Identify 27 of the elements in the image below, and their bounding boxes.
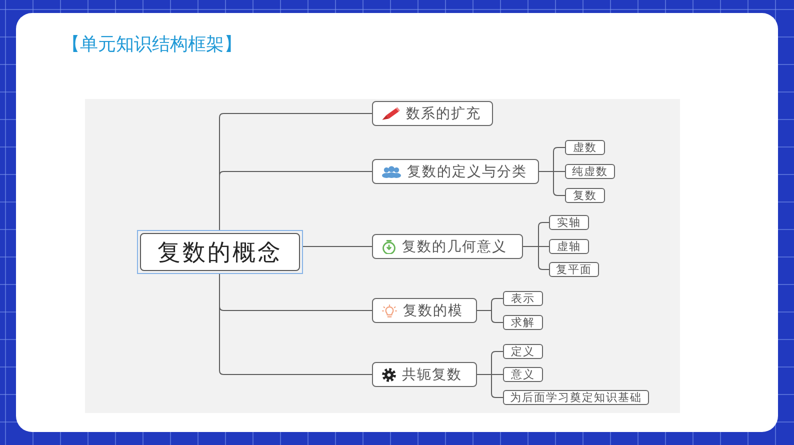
subtopic-box: 实轴 [549,215,589,230]
topic-text: 复数的几何意义 [402,238,507,256]
branch-line [219,113,372,230]
subtopic-box: 纯虚数 [565,164,615,179]
topic-text: 共轭复数 [402,366,462,384]
branch-line [476,298,504,323]
topic-box [372,234,523,259]
topic-box [372,101,493,126]
section-title: 【单元知识结构框架】 [62,34,242,56]
topic-box [372,298,477,323]
subtopic-box: 虚数 [565,140,605,155]
subtopic-box: 意义 [503,367,543,382]
subtopic-box: 定义 [503,344,543,359]
subtopic-box: 为后面学习奠定知识基础 [503,390,649,405]
topic-text: 复数的模 [403,302,463,320]
subtopic-box: 复平面 [549,262,599,277]
central-topic-box: 复数的概念 [140,233,300,271]
subtopic-box: 求解 [503,315,543,330]
subtopic-box: 虚轴 [549,239,589,254]
topic-text: 数系的扩充 [406,104,481,122]
branch-line [302,246,372,247]
topic-box [372,362,477,387]
branch-line [219,274,372,375]
topic-text: 复数的定义与分类 [407,162,527,180]
topic-box [372,159,539,184]
subtopic-box: 复数 [565,188,605,203]
subtopic-box: 表示 [503,291,543,306]
